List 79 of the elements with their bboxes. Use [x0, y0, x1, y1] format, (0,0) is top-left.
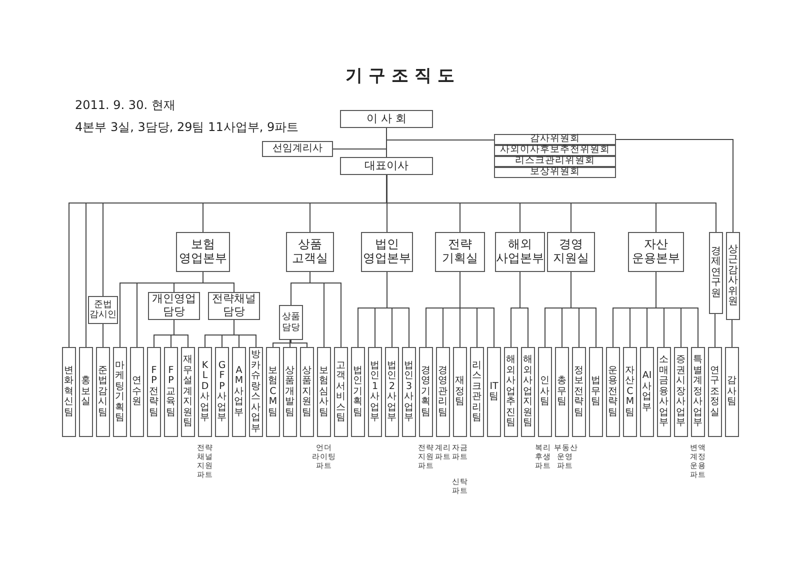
team-box: GFP사업부 — [215, 347, 229, 437]
connector-line — [570, 272, 596, 348]
division-box: 자산 운용본부 — [628, 232, 684, 272]
committee-box: 보상위원회 — [494, 167, 616, 178]
team-box: 소매금융사업부 — [657, 347, 671, 437]
connector-line — [202, 272, 234, 292]
division-box: 상품 고객실 — [286, 232, 334, 272]
connector-line — [460, 272, 494, 348]
board-box: 이 사 회 — [340, 110, 433, 128]
team-box: 준법감시팀 — [96, 347, 110, 437]
team-box: 홍보실 — [79, 347, 93, 437]
team-box: 방카슈랑스사업부 — [249, 347, 263, 437]
team-box: IT팀 — [487, 347, 501, 437]
connector-line — [310, 272, 342, 348]
team-box: 보험심사팀 — [317, 347, 331, 437]
chart-title: 기 구 조 직 도 — [344, 65, 456, 87]
team-box: 재정팀 — [453, 347, 467, 437]
team-box: 상품개발팀 — [283, 347, 297, 437]
connector-line — [386, 174, 388, 232]
team-box: 법인기획팀 — [351, 347, 365, 437]
connector-line — [656, 272, 698, 348]
connector-line — [290, 340, 308, 348]
team-box: 법인 3사업부 — [402, 347, 416, 437]
team-box: 감사팀 — [725, 347, 739, 437]
team-box: FP교육팀 — [164, 347, 178, 437]
division-box: 해외 사업본부 — [495, 232, 545, 272]
connector-line — [234, 320, 256, 348]
division-box: 경영 지원실 — [547, 232, 595, 272]
sub-division-box: 개인영업 담당 — [148, 292, 200, 320]
connector-line — [272, 340, 292, 348]
team-box: 연구조정실 — [708, 347, 722, 437]
connector-line — [520, 272, 528, 348]
team-box: 경영관리팀 — [436, 347, 450, 437]
team-box: KLD사업부 — [198, 347, 212, 437]
team-box: AI사업부 — [640, 347, 654, 437]
team-box: 연수원 — [130, 347, 144, 437]
auditor-box: 상근감사위원 — [726, 232, 740, 320]
actuary-box: 선임계리사 — [262, 141, 333, 157]
team-box: 총무팀 — [555, 347, 569, 437]
team-box: 법인 1사업부 — [368, 347, 382, 437]
team-box: 정보전략팀 — [572, 347, 586, 437]
committee-box: 리스크관리위원회 — [494, 156, 616, 167]
date-note: 2011. 9. 30. 현재 — [75, 97, 176, 114]
team-box: 고객서비스팀 — [334, 347, 348, 437]
team-box: 증권시장사업부 — [674, 347, 688, 437]
division-box: 보험 영업본부 — [176, 232, 230, 272]
team-box: 특별계정사업부 — [691, 347, 705, 437]
sub-division-box: 전략채널 담당 — [208, 292, 260, 320]
team-box: AM사업부 — [232, 347, 246, 437]
connector-line — [714, 314, 716, 348]
connector-line — [386, 272, 410, 348]
division-box: 법인 영업본부 — [361, 232, 413, 272]
sub-division-box: 상품 담당 — [279, 305, 303, 340]
committee-box: 감사위원회 — [494, 134, 616, 145]
team-box: 운용전략팀 — [606, 347, 620, 437]
team-box: 법무팀 — [589, 347, 603, 437]
team-box: 해외사업추진팀 — [504, 347, 518, 437]
ceo-box: 대표이사 — [340, 157, 433, 175]
connector-line — [102, 324, 104, 348]
team-box: 경영기획팀 — [419, 347, 433, 437]
team-box: 자산 CM팀 — [623, 347, 637, 437]
team-box: 법인 2사업부 — [385, 347, 399, 437]
officer-box: 준법 감시인 — [88, 296, 118, 324]
connector-line — [386, 128, 494, 140]
team-box: 변화혁신팀 — [62, 347, 76, 437]
committee-box: 사외이사후보추천위원회 — [494, 145, 616, 156]
division-box: 전략 기획실 — [435, 232, 485, 272]
connector-line — [616, 139, 734, 232]
team-box: 마케팅기획팀 — [113, 347, 127, 437]
team-box: 인사팀 — [538, 347, 552, 437]
division-box: 경제연구원 — [709, 232, 723, 314]
team-box: 재무설계지원팀 — [181, 347, 195, 437]
team-box: 상품지원팀 — [300, 347, 314, 437]
summary-note: 4본부 3실, 3담당, 29팀 11사업부, 9파트 — [75, 119, 299, 136]
team-box: 보험CM팀 — [266, 347, 280, 437]
team-box: 리스크관리팀 — [470, 347, 484, 437]
connector-line — [174, 320, 188, 348]
team-box: FP전략팀 — [147, 347, 161, 437]
team-box: 해외사업지원팀 — [521, 347, 535, 437]
